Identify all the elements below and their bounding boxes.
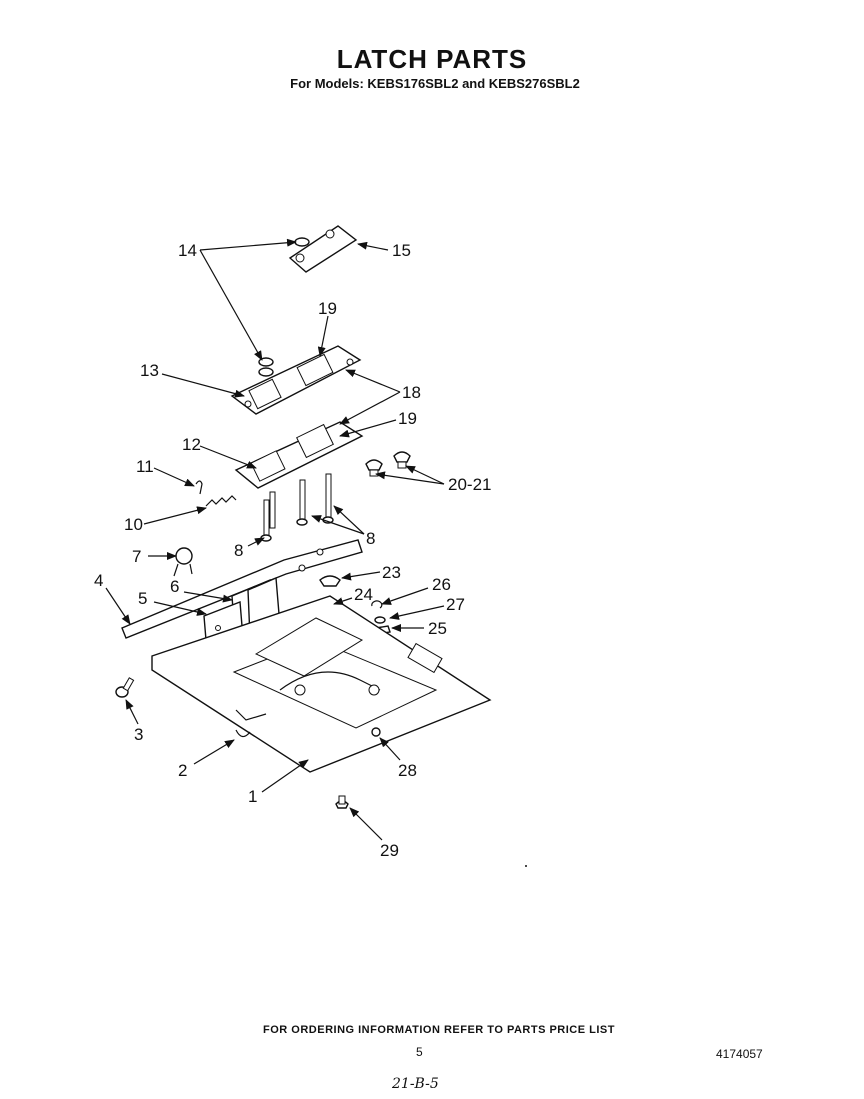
callout-10: 10 [124,515,143,534]
callout-19-lower: 19 [398,409,417,428]
callout-14: 14 [178,241,197,260]
callout-15: 15 [392,241,411,260]
callout-20-21: 20-21 [448,475,491,494]
callout-2: 2 [178,761,187,780]
part-7-knob [173,547,193,577]
callout-labels: 14 15 19 13 18 19 12 11 20-21 10 8 8 7 2… [94,241,491,860]
part-20-21-grommets [365,451,411,477]
callout-8-left: 8 [234,541,243,560]
document-number: 4174057 [716,1047,763,1061]
part-15-plate [288,225,358,273]
part-27-washer [374,616,386,624]
callout-25: 25 [428,619,447,638]
callout-6: 6 [170,577,179,596]
callout-12: 12 [182,435,201,454]
callout-8-right: 8 [366,529,375,548]
part-14-washer-lower [258,357,274,377]
model-subtitle: For Models: KEBS176SBL2 and KEBS276SBL2 [290,76,580,91]
callout-24: 24 [354,585,373,604]
callout-3: 3 [134,725,143,744]
part-23-bushing [319,575,341,587]
part-8-screws [260,473,334,542]
callout-leaders [105,238,445,841]
callout-19-upper: 19 [318,299,337,318]
page-number: 5 [416,1045,423,1059]
callout-29: 29 [380,841,399,860]
stray-mark [525,865,527,867]
callout-5: 5 [138,589,147,608]
callout-7: 7 [132,547,141,566]
part-12-switch-board-lower [234,421,364,489]
callout-23: 23 [382,563,401,582]
callout-28: 28 [398,761,417,780]
callout-1: 1 [248,787,257,806]
part-3-screw [115,677,135,698]
part-29-screw [335,795,349,809]
callout-11: 11 [136,457,154,476]
page-title: LATCH PARTS [336,44,528,74]
ordering-note: FOR ORDERING INFORMATION REFER TO PARTS … [263,1024,615,1036]
callout-26: 26 [432,575,451,594]
part-28-rivet [371,727,381,737]
part-13-switch-board-upper [230,345,362,415]
callout-13: 13 [140,361,159,380]
part-14-washer-top [294,237,310,247]
part-26-clip [371,600,383,609]
part-2-hook [235,729,251,738]
handwritten-mark: 21-B-5 [392,1076,439,1092]
part-1-base-plate [151,595,492,773]
part-10-spring [205,495,237,507]
part-4-latch-arm [121,539,363,639]
callout-27: 27 [446,595,465,614]
callout-4: 4 [94,571,103,590]
part-11-clip [195,480,203,495]
callout-18: 18 [402,383,421,402]
